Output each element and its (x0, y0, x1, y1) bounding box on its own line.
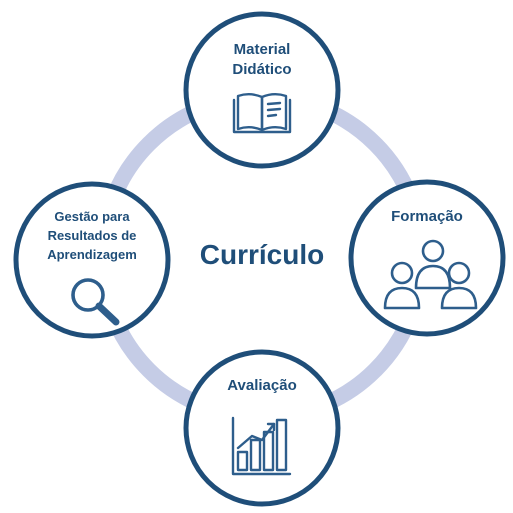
bar-chart-icon (231, 416, 292, 476)
node-gestao-circle (13, 181, 171, 339)
node-formacao-label: Formação (391, 208, 463, 225)
node-material-line2: Didático (232, 61, 292, 78)
node-gestao-label: Gestão para Resultados de Aprendizagem (30, 207, 154, 264)
node-gestao-line1: Gestão para (54, 209, 130, 224)
node-material-label: Material Didático (212, 40, 312, 80)
node-avaliacao-label: Avaliação (227, 377, 297, 394)
magnifier-icon (71, 278, 120, 326)
node-avaliacao-circle (183, 349, 341, 507)
node-material-line1: Material (233, 41, 291, 58)
node-gestao-line3: Aprendizagem (47, 247, 137, 262)
book-icon (232, 93, 292, 134)
people-group-icon (383, 239, 478, 310)
center-title: Currículo (199, 239, 325, 270)
node-material-circle (183, 11, 341, 169)
node-gestao-line2: Resultados de (47, 228, 137, 243)
